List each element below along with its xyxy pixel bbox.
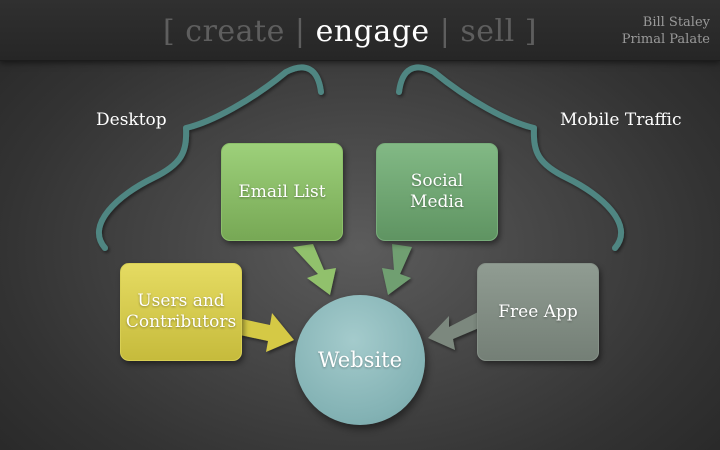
email-list-label: Email List — [238, 181, 326, 202]
author-name: Bill Staley — [642, 15, 710, 30]
author-org: Primal Palate — [621, 32, 710, 47]
social-media-node: Social Media — [376, 143, 498, 241]
desktop-label: Desktop — [96, 110, 167, 130]
users-contributors-node: Users and Contributors — [120, 263, 242, 361]
free-app-node: Free App — [477, 263, 599, 361]
email-list-node: Email List — [221, 143, 343, 241]
arrow-app-to-website — [428, 312, 479, 350]
author-block: Bill Staley Primal Palate — [622, 14, 710, 48]
mobile-traffic-label: Mobile Traffic — [560, 110, 682, 130]
title-engage-highlight: engage — [315, 14, 430, 49]
arrow-email-to-website — [293, 244, 336, 295]
slide-title: [ create | engage | sell ] — [0, 10, 700, 54]
website-label: Website — [317, 348, 403, 372]
header-bar: [ create | engage | sell ] Bill Staley P… — [0, 0, 720, 61]
title-create-sell-close: | sell ] — [439, 14, 537, 49]
social-media-label: Social Media — [410, 171, 464, 212]
free-app-label: Free App — [498, 301, 578, 322]
right-brace — [396, 64, 624, 251]
title-create-sell-open: [ create | — [163, 14, 306, 49]
arrow-social-to-website — [382, 244, 412, 295]
website-node: Website — [295, 295, 425, 425]
left-brace — [96, 64, 324, 251]
users-contributors-label: Users and Contributors — [125, 291, 237, 332]
arrow-users-to-website — [240, 313, 294, 352]
